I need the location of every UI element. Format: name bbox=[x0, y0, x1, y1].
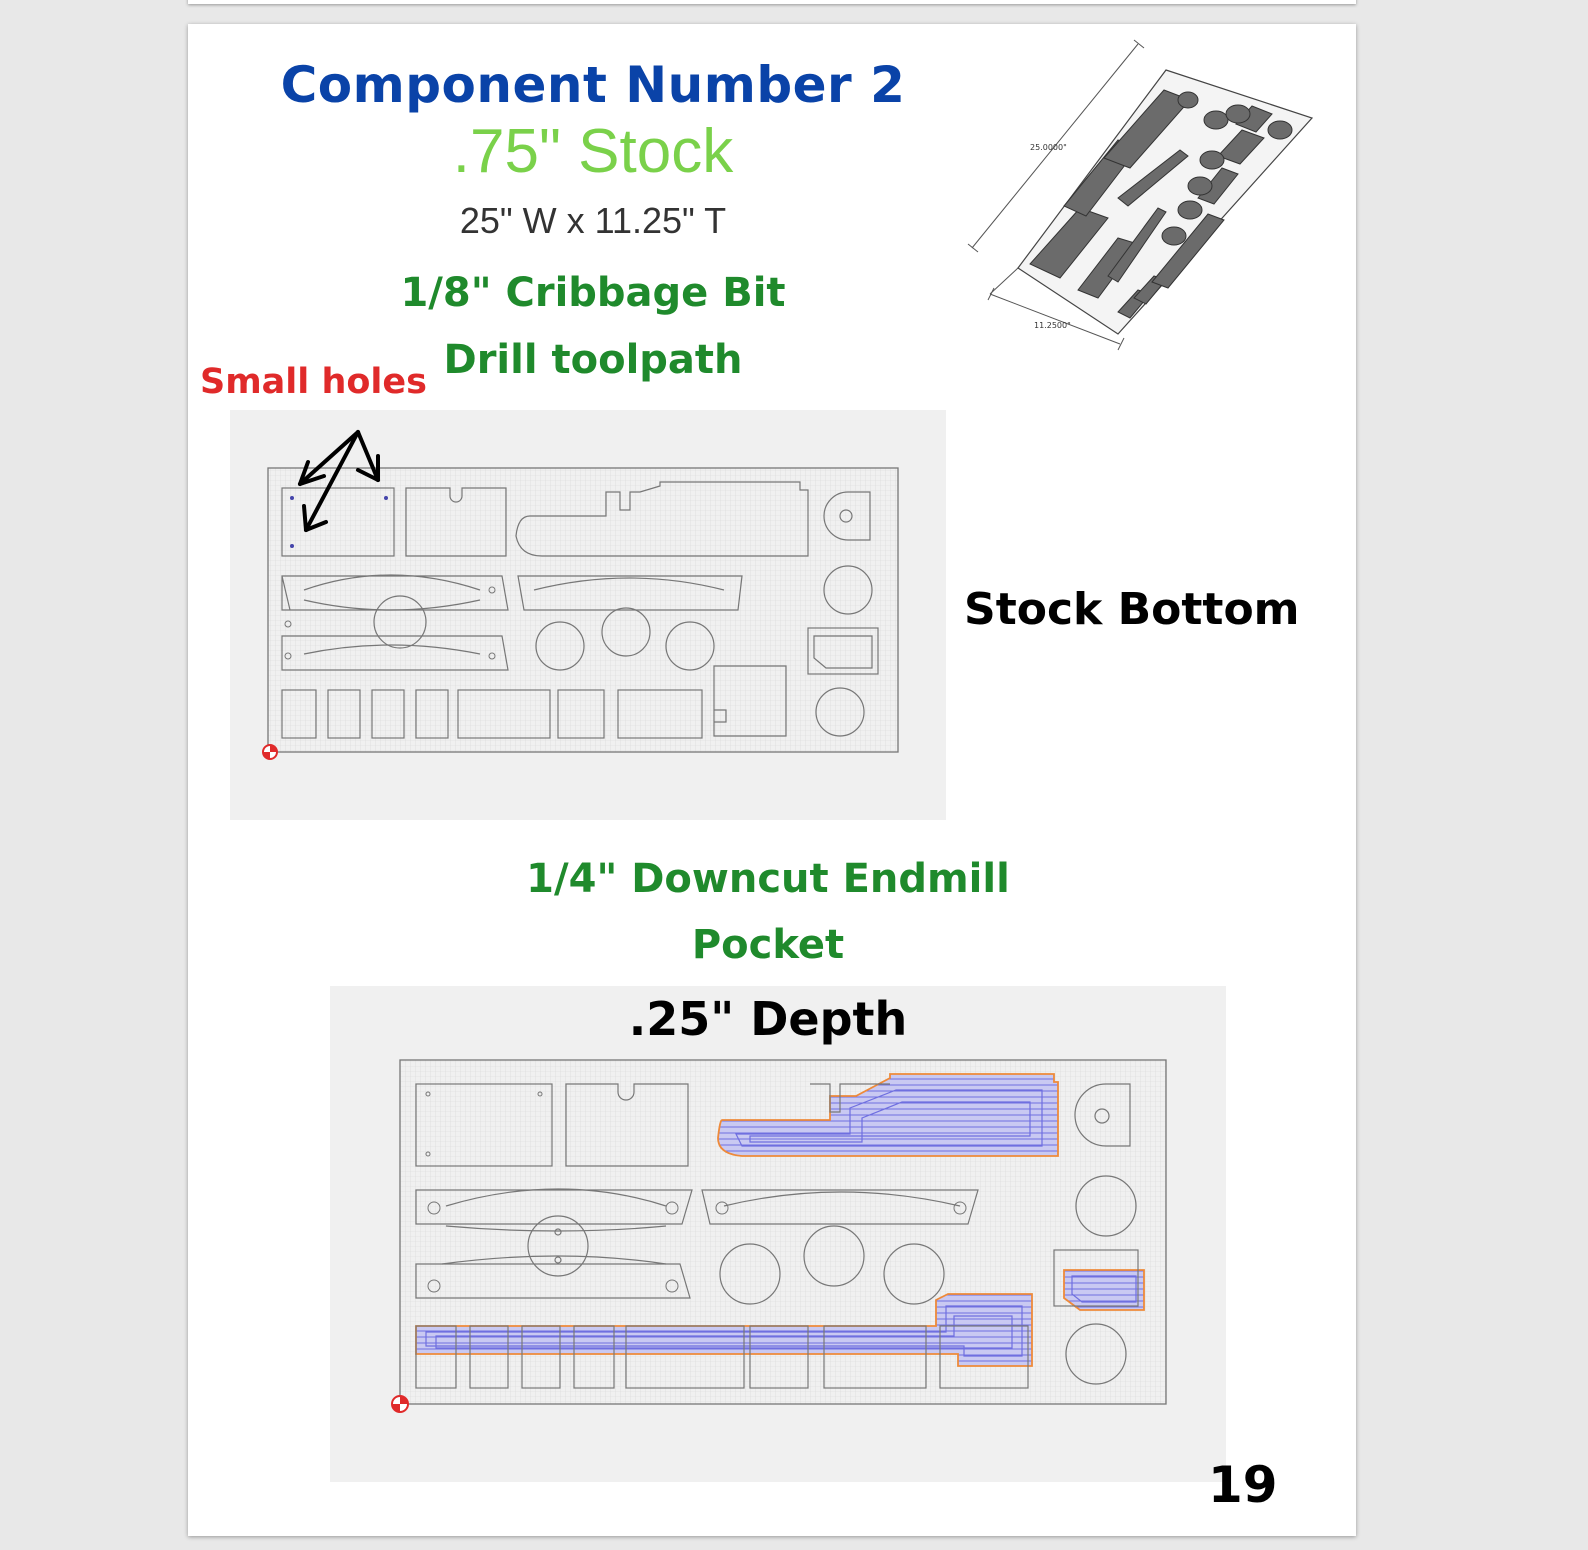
page-title: Component Number 2 bbox=[280, 56, 906, 114]
drill-origin-icon bbox=[262, 744, 278, 760]
drill-layout-drawing bbox=[262, 430, 899, 760]
endmill-bit-label: 1/4" Downcut Endmill bbox=[526, 856, 1010, 902]
drill-toolpath-label: Drill toolpath bbox=[443, 337, 743, 383]
drill-part-outlines bbox=[281, 481, 879, 739]
small-holes-arrows bbox=[298, 430, 380, 532]
stock-thickness: .75" Stock bbox=[452, 117, 734, 186]
iso-parts bbox=[1029, 89, 1293, 319]
stock-bottom-label: Stock Bottom bbox=[964, 584, 1300, 635]
pocket-regions bbox=[415, 1073, 1145, 1367]
isometric-stock-preview: 25.0000" 11.2500" bbox=[967, 39, 1314, 351]
pocket-depth-label: .25" Depth bbox=[628, 992, 908, 1046]
pocket-origin-icon bbox=[391, 1395, 409, 1413]
iso-dimension-lines bbox=[967, 39, 1145, 351]
iso-length-label: 25.0000" bbox=[1030, 143, 1067, 152]
iso-width-label: 11.2500" bbox=[1034, 321, 1071, 330]
pocket-toolpath-label: Pocket bbox=[691, 922, 845, 968]
stock-dimensions: 25" W x 11.25" T bbox=[459, 200, 727, 241]
drill-small-holes bbox=[284, 496, 496, 660]
small-holes-callout: Small holes bbox=[200, 362, 428, 402]
pocket-part-outlines bbox=[415, 1083, 1139, 1389]
drill-bit-label: 1/8" Cribbage Bit bbox=[400, 270, 786, 316]
pocket-layout-drawing bbox=[391, 1059, 1167, 1413]
page-number: 19 bbox=[1208, 1456, 1278, 1514]
pocket-small-holes bbox=[425, 1091, 967, 1293]
pocket-toolpath-view bbox=[330, 986, 1226, 1482]
drill-toolpath-view bbox=[230, 410, 946, 820]
document-page: Component Number 2 .75" Stock 25" W x 11… bbox=[188, 24, 1356, 1536]
previous-page-edge bbox=[188, 0, 1356, 4]
